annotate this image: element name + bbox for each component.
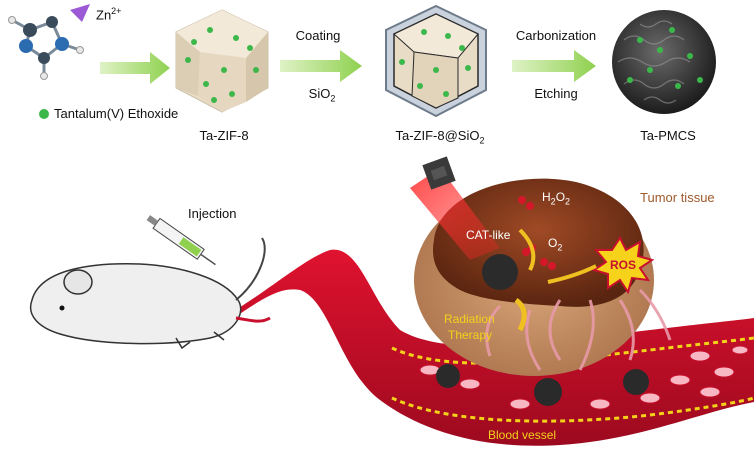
- syringe-icon: [146, 215, 216, 266]
- tantalum-dot-icon: [39, 109, 49, 119]
- ros-burst-icon: [591, 236, 655, 295]
- therapy-label: Therapy: [448, 328, 493, 342]
- cat-like-label: CAT-like: [466, 228, 511, 242]
- imidazole-molecule-icon: [8, 16, 84, 80]
- oxygen-molecules: [518, 196, 556, 270]
- tumor-tissue-label: Tumor tissue: [640, 190, 715, 205]
- radiation-arrow: [514, 297, 527, 332]
- ta-pmcs-label: Ta-PMCS: [640, 128, 696, 143]
- ta-zif8-crystal: [175, 9, 269, 113]
- h2o2-label: H2O2: [542, 190, 571, 207]
- cat-arrow: [518, 228, 536, 271]
- o2-label: O2: [548, 236, 563, 253]
- ta-zif8-sio2-label: Ta-ZIF-8@SiO2: [395, 128, 485, 146]
- injection-label: Injection: [188, 206, 237, 221]
- coating-label: Coating: [295, 28, 341, 43]
- arrow-3: [512, 50, 596, 82]
- zn-ion-label: Zn2+: [96, 6, 122, 23]
- sio2-label: SiO2: [308, 86, 336, 104]
- blood-vessel-label: Blood vessel: [488, 428, 557, 442]
- tantalum-ethoxide-label: Tantalum(V) Ethoxide: [54, 106, 179, 121]
- ta-zif8-sio2-crystal: [385, 4, 487, 118]
- ros-label: ROS: [610, 258, 637, 272]
- nanoparticle-cluster: [482, 254, 518, 290]
- o2-to-ros-arrow: [547, 264, 597, 284]
- etching-label: Etching: [534, 86, 578, 101]
- laser-device-icon: [410, 156, 500, 260]
- zinc-ion-icon: [70, 4, 90, 22]
- ta-zif8-label: Ta-ZIF-8: [199, 128, 249, 143]
- radiation-label: Radiation: [444, 312, 495, 326]
- carbonization-label: Carbonization: [515, 28, 597, 43]
- arrow-1: [100, 52, 170, 84]
- mouse-illustration: [29, 237, 271, 350]
- ta-pmcs-sphere: [612, 10, 716, 114]
- arrow-2: [280, 50, 362, 82]
